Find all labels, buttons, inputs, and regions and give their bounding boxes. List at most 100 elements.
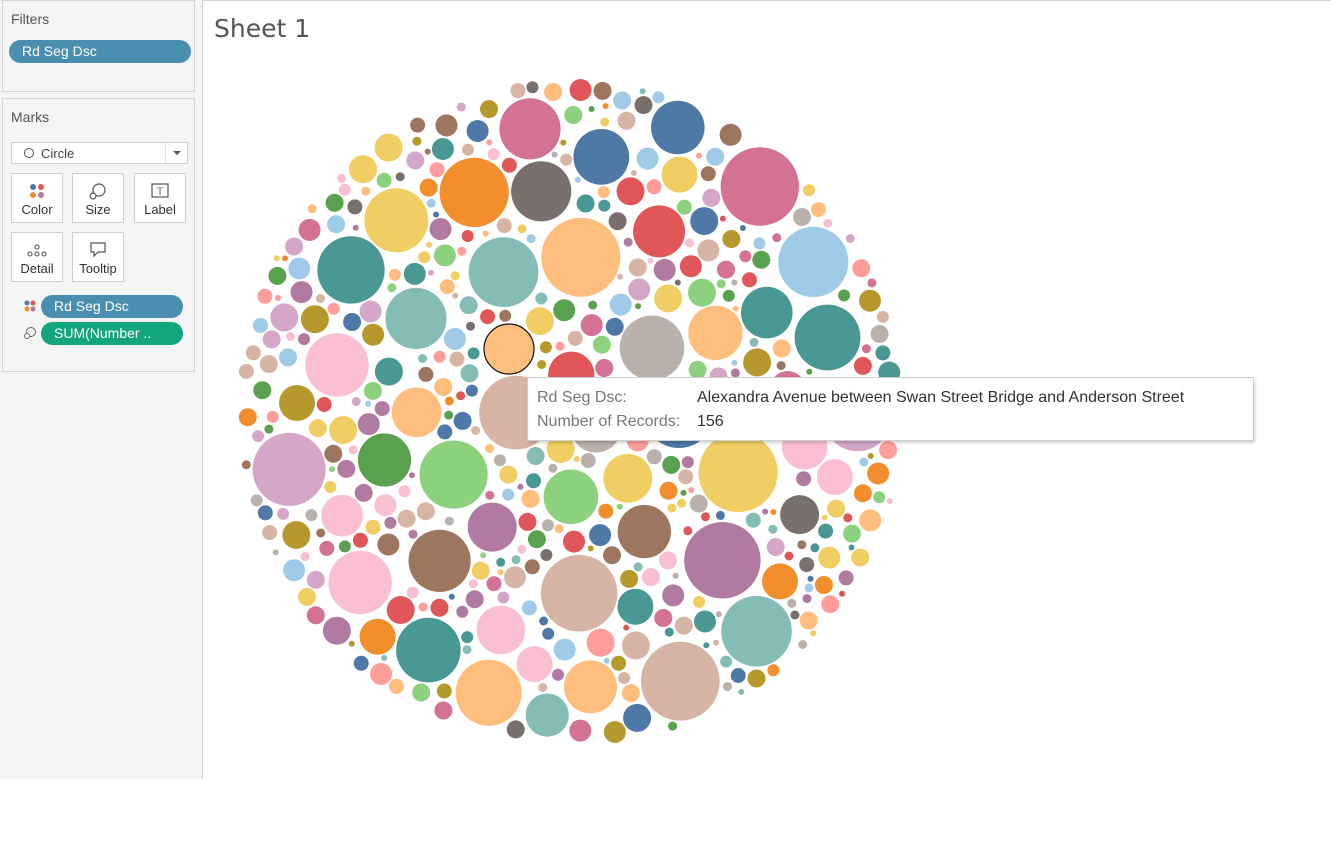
bubble[interactable] — [810, 543, 820, 553]
bubble[interactable] — [587, 545, 594, 552]
bubble[interactable] — [719, 123, 742, 146]
bubble[interactable] — [511, 555, 521, 565]
bubble[interactable] — [560, 153, 573, 166]
bubble[interactable] — [363, 381, 382, 400]
bubble[interactable] — [738, 688, 745, 695]
bubble[interactable] — [321, 494, 363, 537]
bubble[interactable] — [305, 333, 369, 397]
bubble[interactable] — [252, 432, 326, 506]
bubble[interactable] — [685, 238, 695, 248]
bubble[interactable] — [653, 258, 676, 281]
bubble[interactable] — [266, 410, 279, 423]
bubble[interactable] — [506, 720, 525, 739]
bubble[interactable] — [434, 378, 453, 396]
bubble[interactable] — [526, 234, 536, 244]
bubble[interactable] — [419, 178, 438, 197]
color-shelf-button[interactable]: Color — [11, 173, 63, 223]
bubble[interactable] — [270, 303, 299, 332]
bubble[interactable] — [426, 241, 432, 248]
bubble[interactable] — [701, 512, 710, 522]
bubble[interactable] — [329, 416, 358, 444]
bubble[interactable] — [802, 594, 812, 604]
bubble[interactable] — [374, 494, 397, 517]
bubble[interactable] — [776, 361, 786, 371]
bubble[interactable] — [444, 410, 454, 420]
bubble[interactable] — [745, 512, 761, 528]
bubble[interactable] — [374, 133, 403, 162]
bubble[interactable] — [609, 293, 632, 316]
bubble[interactable] — [456, 391, 466, 401]
bubble[interactable] — [282, 255, 288, 262]
label-shelf-button[interactable]: T Label — [134, 173, 186, 223]
bubble[interactable] — [461, 230, 474, 242]
bubble[interactable] — [767, 664, 780, 677]
bubble[interactable] — [730, 368, 740, 378]
bubble[interactable] — [493, 454, 506, 467]
bubble[interactable] — [551, 151, 558, 158]
bubble[interactable] — [517, 224, 527, 234]
bubble[interactable] — [418, 354, 428, 363]
bubble[interactable] — [468, 579, 478, 589]
bubble[interactable] — [455, 659, 522, 726]
bubble[interactable] — [870, 325, 889, 343]
bubble[interactable] — [384, 516, 397, 529]
bubble[interactable] — [646, 179, 662, 195]
bubble[interactable] — [429, 162, 445, 178]
bubble[interactable] — [410, 117, 426, 133]
bubble[interactable] — [597, 186, 610, 199]
bubble[interactable] — [282, 521, 311, 549]
bubble[interactable] — [526, 473, 541, 489]
bubble[interactable] — [253, 317, 268, 333]
bubble[interactable] — [386, 596, 415, 624]
bubble[interactable] — [439, 279, 455, 295]
bubble[interactable] — [588, 106, 595, 112]
bubble[interactable] — [496, 218, 512, 234]
bubble[interactable] — [272, 549, 279, 556]
bubble[interactable] — [807, 575, 814, 582]
bubble[interactable] — [633, 205, 686, 258]
bubble[interactable] — [521, 600, 537, 616]
bubble[interactable] — [316, 528, 326, 538]
bubble[interactable] — [803, 184, 815, 197]
bubble[interactable] — [859, 289, 881, 312]
bubble[interactable] — [436, 683, 452, 699]
bubble[interactable] — [352, 224, 359, 231]
bubble[interactable] — [827, 499, 846, 518]
bubble[interactable] — [873, 491, 886, 504]
bubble[interactable] — [385, 287, 447, 350]
bubble[interactable] — [879, 441, 898, 459]
bubble[interactable] — [466, 321, 475, 331]
bubble[interactable] — [541, 519, 554, 532]
bubble[interactable] — [471, 426, 481, 435]
bubble[interactable] — [300, 552, 310, 561]
bubble[interactable] — [654, 609, 673, 627]
bubble[interactable] — [797, 540, 807, 550]
bubble[interactable] — [329, 466, 335, 473]
bubble[interactable] — [804, 583, 814, 593]
bubble[interactable] — [466, 120, 489, 142]
bubble[interactable] — [689, 494, 708, 513]
bubble[interactable] — [703, 642, 710, 649]
bubble[interactable] — [772, 233, 782, 243]
bubble[interactable] — [838, 570, 854, 586]
bubble[interactable] — [693, 596, 706, 608]
bubble[interactable] — [716, 279, 726, 289]
bubble[interactable] — [867, 453, 874, 459]
bubble[interactable] — [603, 453, 653, 503]
bubble[interactable] — [552, 668, 564, 681]
bubble[interactable] — [540, 549, 553, 561]
bubble[interactable] — [700, 166, 716, 182]
bubble[interactable] — [541, 217, 621, 297]
bubble[interactable] — [518, 512, 537, 531]
detail-shelf-button[interactable]: Detail — [11, 232, 63, 282]
marks-field-rd-seg-dsc[interactable]: Rd Seg Dsc — [41, 295, 183, 318]
bubble[interactable] — [861, 344, 871, 354]
bubble[interactable] — [796, 471, 812, 487]
bubble[interactable] — [715, 611, 722, 618]
bubble[interactable] — [586, 628, 615, 657]
bubble[interactable] — [450, 271, 460, 281]
bubble[interactable] — [526, 81, 539, 94]
bubble[interactable] — [268, 266, 287, 285]
bubble[interactable] — [525, 693, 569, 737]
bubble[interactable] — [592, 335, 611, 354]
